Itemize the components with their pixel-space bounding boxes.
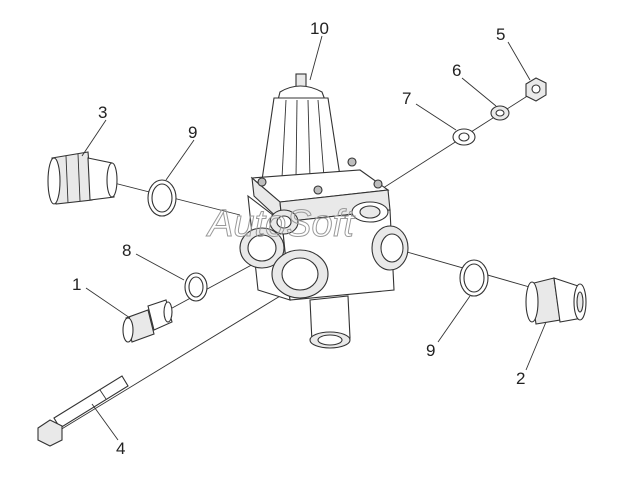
part-3-fitting [47, 151, 118, 205]
part-4-bolt [37, 375, 129, 447]
callout-7: 7 [402, 89, 411, 108]
part-9-seal-ring-lower [459, 259, 489, 297]
callout-1: 1 [72, 275, 81, 294]
part-9-seal-ring-upper [147, 179, 177, 217]
part-5-nut [525, 77, 547, 102]
watermark-text: AutoSoft [206, 203, 355, 245]
callout-2: 2 [516, 369, 525, 388]
part-2-fitting [525, 277, 587, 325]
part-7-washer [452, 128, 476, 146]
callout-leaders [81, 35, 547, 441]
valve-body [239, 73, 409, 349]
callout-5: 5 [496, 25, 505, 44]
callout-3: 3 [98, 103, 107, 122]
part-1-small-fitting [122, 299, 173, 343]
callout-9-lower: 9 [426, 341, 435, 360]
callout-labels: 10 5 6 7 3 9 8 1 9 2 4 [72, 19, 525, 458]
callout-10: 10 [310, 19, 329, 38]
part-6-washer [490, 105, 510, 121]
callout-9-upper: 9 [188, 123, 197, 142]
callout-4: 4 [116, 439, 125, 458]
part-8-seal-ring [184, 272, 208, 302]
callout-8: 8 [122, 241, 131, 260]
callout-6: 6 [452, 61, 461, 80]
